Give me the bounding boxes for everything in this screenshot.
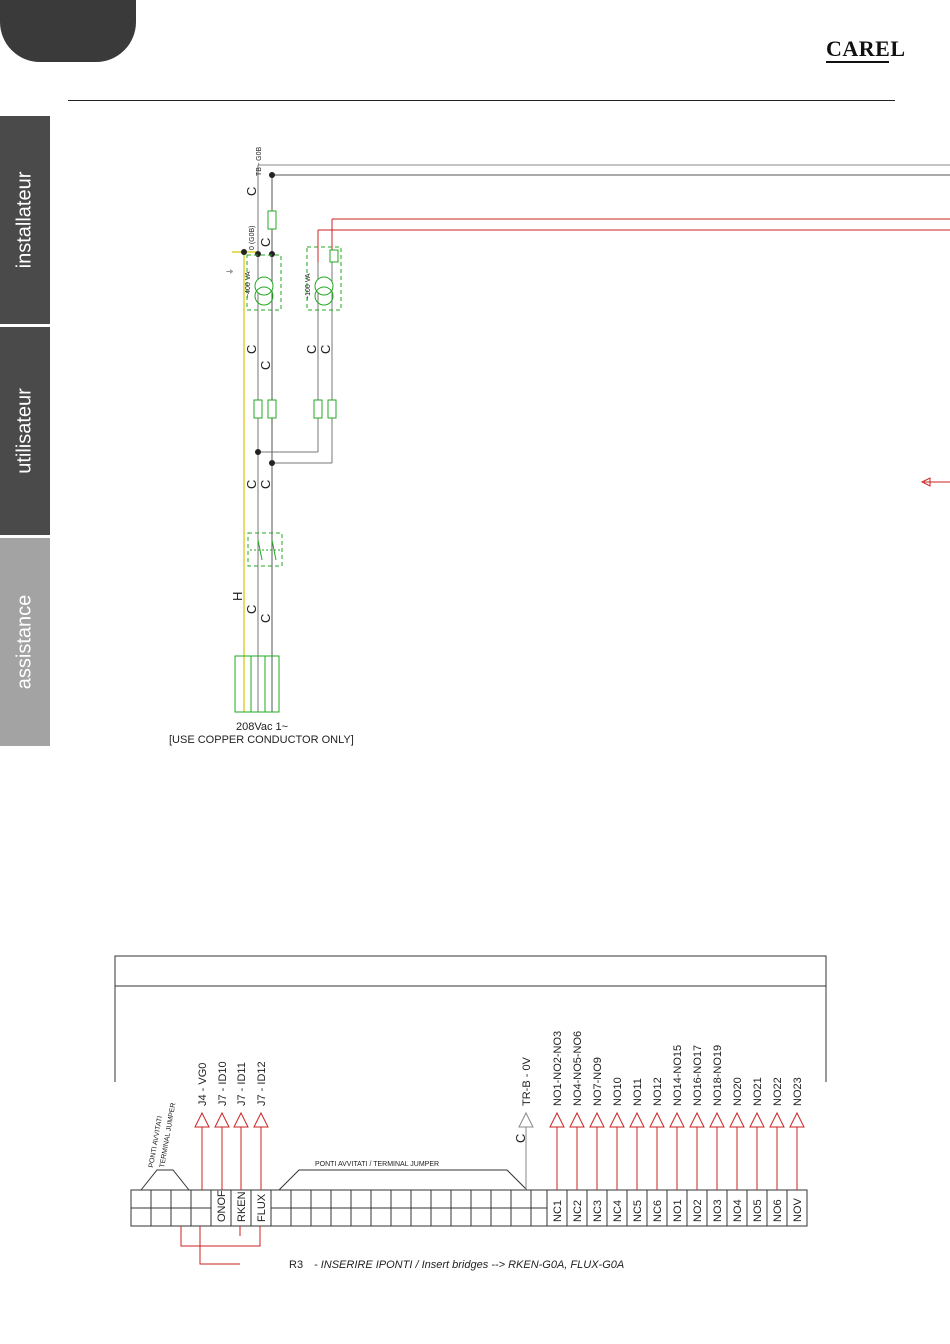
transformer-100va-icon — [306, 246, 342, 311]
arrow-head-icon — [518, 1111, 534, 1128]
jumper-middle-label: PONTI AVVITATI / TERMINAL JUMPER — [315, 1161, 439, 1168]
tb-label: TB - G0B — [256, 146, 263, 176]
tab-utilisateur[interactable]: utilisateur — [0, 327, 50, 535]
wire-letter-c: C — [318, 345, 333, 354]
arrow-head-icon — [669, 1111, 685, 1128]
arrow-head-icon — [214, 1111, 230, 1128]
terminal-label: NC6 — [652, 1200, 664, 1222]
arrow-head-icon — [233, 1111, 249, 1128]
terminal-label: NC3 — [592, 1200, 604, 1222]
arrow-head-icon — [609, 1111, 625, 1128]
arrow-label: NO18-NO19 — [712, 1045, 724, 1106]
arrow-head-icon — [589, 1111, 605, 1128]
transformer-100va-label: ~100 VA — [305, 273, 312, 300]
arrow-label: NO4-NO5-NO6 — [572, 1031, 584, 1106]
tab-assistance[interactable]: assistance — [0, 538, 50, 746]
arrow-head-icon — [629, 1111, 645, 1128]
arrow-head-icon — [549, 1111, 565, 1128]
arrow-head-icon — [769, 1111, 785, 1128]
terminal-label: RKEN — [236, 1191, 248, 1222]
bridge-wire-flux — [180, 1226, 261, 1247]
arrow-label: TR-B - 0V — [521, 1056, 533, 1106]
wire-letter-c: C — [244, 605, 259, 614]
ground-symbol: ⏚ — [226, 268, 234, 275]
terminal-label: NO5 — [752, 1199, 764, 1222]
arrow-label: NO14-NO15 — [672, 1045, 684, 1106]
fuse-icon — [313, 399, 323, 419]
arrow-label: J7 - ID10 — [217, 1061, 229, 1106]
terminal-label: NO1 — [672, 1199, 684, 1222]
terminal-label: NC2 — [572, 1200, 584, 1222]
terminal-label: NOV — [792, 1198, 804, 1223]
arrow-label: NO7-NO9 — [592, 1057, 604, 1106]
arrow-label: NO1-NO2-NO3 — [552, 1031, 564, 1106]
arrow-label: NO20 — [732, 1077, 744, 1106]
wire-letter-c: C — [304, 345, 319, 354]
transformer-400va-label: ~400 VA — [245, 271, 252, 298]
tab-installateur[interactable]: installateur — [0, 116, 50, 324]
wire-letter-h: H — [230, 592, 245, 601]
terminal-label: NO3 — [712, 1199, 724, 1222]
terminal-label: FLUX — [256, 1193, 268, 1222]
bridge-wire-rken — [199, 1226, 240, 1265]
arrow-head-icon — [749, 1111, 765, 1128]
top-wiring-diagram: TB - G0B 0 (G0B) ⏚ ~400 VA ~100 VA C C C… — [169, 146, 950, 746]
c-label: C — [513, 1134, 528, 1143]
wire-letter-c: C — [244, 345, 259, 354]
terminal-label: NC4 — [612, 1200, 624, 1222]
transformer-400va-icon — [246, 254, 282, 311]
arrow-head-icon — [729, 1111, 745, 1128]
arrow-label: NO11 — [632, 1078, 644, 1106]
wire-letter-c: C — [258, 238, 273, 247]
terminal-label: ONOF — [216, 1190, 228, 1222]
arrow-head-icon — [709, 1111, 725, 1128]
arrow-label: NO16-NO17 — [692, 1045, 704, 1106]
arrow-head-icon — [689, 1111, 705, 1128]
arrow-label: NO10 — [612, 1077, 624, 1106]
supply-note: [USE COPPER CONDUCTOR ONLY] — [169, 734, 354, 746]
junction-dot — [269, 172, 275, 178]
note-id: R3 — [289, 1259, 303, 1271]
wire-letter-c: C — [244, 480, 259, 489]
arrow-label: NO21 — [752, 1077, 764, 1106]
fuse-icon — [327, 399, 337, 419]
terminal-label: NO4 — [732, 1199, 744, 1222]
arrow-label: NO23 — [792, 1077, 804, 1106]
bottom-terminal-diagram: PONTI AVVITATI TERMINAL JUMPER PONTI AVV… — [114, 955, 827, 1271]
arrow-head-icon — [789, 1111, 805, 1128]
carel-logo: CAREL — [826, 36, 906, 61]
arrow-label: J7 - ID11 — [236, 1062, 248, 1106]
terminal-label: NC5 — [632, 1200, 644, 1222]
arrow-label: NO22 — [772, 1077, 784, 1106]
terminal-label: NO2 — [692, 1199, 704, 1222]
arrow-head-icon — [194, 1111, 210, 1128]
arrow-label: J4 - VG0 — [197, 1063, 209, 1106]
main-switch-icon — [247, 532, 283, 567]
arrow-head-icon — [649, 1111, 665, 1128]
wire-letter-c: C — [258, 361, 273, 370]
zero-label: 0 (G0B) — [249, 225, 256, 250]
supply-voltage: 208Vac 1~ — [236, 721, 288, 733]
corner-tab-decoration — [0, 0, 136, 62]
fuse-icon — [253, 399, 263, 419]
terminal-label: NO6 — [772, 1199, 784, 1222]
wire-letter-c: C — [244, 187, 259, 196]
fuse-icon — [267, 399, 277, 419]
note-text: - INSERIRE IPONTI / Insert bridges --> R… — [314, 1259, 624, 1271]
wire-letter-c: C — [258, 614, 273, 623]
arrow-head-icon — [569, 1111, 585, 1128]
header-divider — [68, 100, 895, 101]
arrow-label: NO12 — [652, 1077, 664, 1106]
wire-letter-c: C — [258, 480, 273, 489]
arrow-head-icon — [253, 1111, 269, 1128]
logo-underline — [826, 61, 889, 63]
supply-terminal-block — [234, 655, 280, 713]
fuse-icon — [267, 210, 277, 230]
arrow-label: J7 - ID12 — [256, 1061, 268, 1106]
diagram-frame-header — [114, 955, 827, 987]
jumper-label-2: TERMINAL JUMPER — [159, 1102, 177, 1168]
terminal-label: NC1 — [552, 1200, 564, 1222]
